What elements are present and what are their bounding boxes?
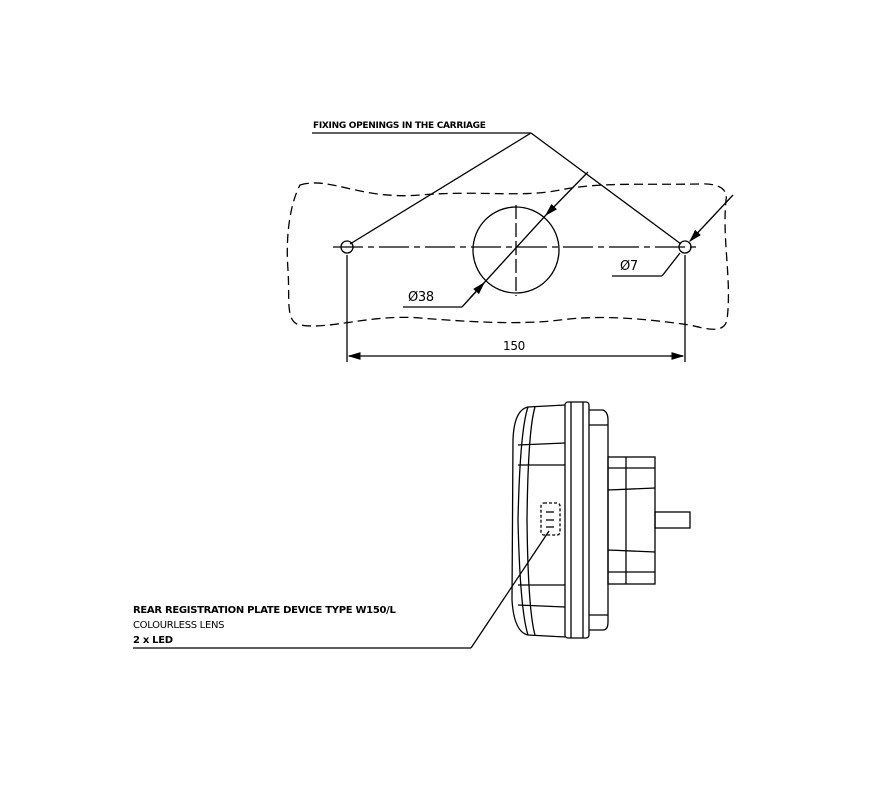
led-hidden-outline bbox=[540, 502, 561, 536]
right-fixing-hole bbox=[678, 240, 692, 254]
dia38-label: Ø38 bbox=[408, 290, 434, 305]
carriage-outline bbox=[286, 182, 730, 330]
lamp-side-view bbox=[511, 401, 691, 639]
fixing-openings-label: FIXING OPENINGS IN THE CARRIAGE bbox=[313, 121, 486, 131]
spacing-dimension-label: 150 bbox=[503, 339, 526, 353]
dia7-leader bbox=[661, 252, 681, 277]
callout-leader-left bbox=[349, 132, 532, 245]
lens-label: COLOURLESS LENS bbox=[133, 620, 225, 631]
dia7-label: Ø7 bbox=[620, 259, 638, 274]
device-title: REAR REGISTRATION PLATE DEVICE TYPE W150… bbox=[133, 605, 396, 616]
left-fixing-hole bbox=[340, 240, 354, 254]
large-hole bbox=[472, 206, 560, 294]
led-label: 2 x LED bbox=[133, 635, 173, 646]
lamp-leader bbox=[470, 530, 550, 649]
callout-leader-right bbox=[530, 132, 682, 245]
